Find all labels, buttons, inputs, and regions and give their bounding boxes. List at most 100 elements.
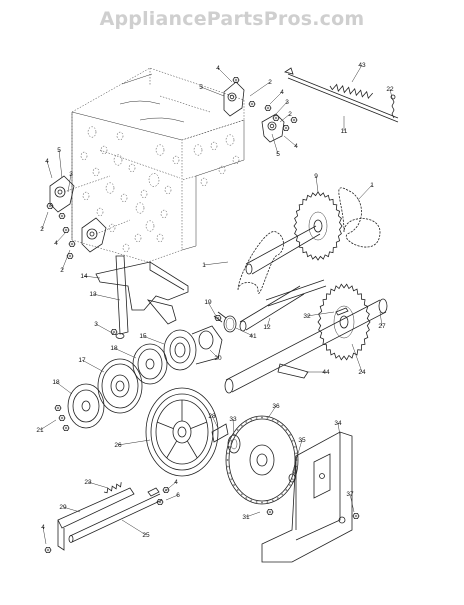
leader-line: [337, 422, 341, 437]
rod-assembly: [284, 67, 399, 123]
leader-line: [235, 327, 254, 337]
watermark: AppliancePartsPros.com: [99, 8, 365, 30]
callout-11: 11: [341, 128, 348, 135]
callout-2: 2: [40, 226, 44, 233]
leader-line: [165, 494, 179, 501]
fasteners: [44, 77, 360, 553]
leader-line: [207, 301, 217, 317]
leader-line: [55, 381, 73, 395]
leader-line: [117, 439, 151, 446]
callout-26: 26: [114, 442, 122, 449]
shafts: [224, 225, 388, 394]
leader-line: [83, 275, 101, 279]
callout-18: 18: [52, 379, 60, 386]
callout-2: 2: [60, 267, 64, 274]
leader-line: [92, 293, 121, 301]
callout-31: 31: [242, 514, 250, 521]
sprocket-9: [293, 191, 343, 261]
leader-line: [249, 81, 271, 97]
callout-19: 19: [204, 299, 212, 306]
leader-line: [351, 343, 363, 373]
leader-line: [306, 311, 335, 317]
callout-35: 35: [298, 437, 306, 444]
callout-3: 3: [94, 321, 98, 328]
leader-line: [217, 67, 233, 83]
friction-wheel: [145, 387, 219, 477]
leader-line: [41, 211, 49, 230]
pulley-set: [67, 343, 168, 429]
callout-12: 12: [263, 324, 271, 331]
callout-9: 9: [314, 173, 318, 180]
leader-line: [283, 135, 297, 147]
callout-5: 5: [199, 84, 203, 91]
drive-chains: [237, 187, 381, 294]
leader-line: [203, 261, 229, 266]
callout-41: 41: [249, 333, 257, 340]
callout-23: 23: [84, 479, 92, 486]
leader-line: [267, 405, 277, 419]
leader-line: [245, 511, 261, 518]
callout-2: 2: [288, 111, 292, 118]
bearing-flange-left: [49, 175, 131, 253]
callout-14: 14: [80, 273, 88, 280]
leader-line: [275, 101, 288, 115]
leader-line: [95, 323, 115, 335]
callout-29: 29: [59, 504, 67, 511]
leader-line: [379, 311, 383, 327]
leader-line: [121, 519, 147, 536]
callout-3: 3: [69, 171, 73, 178]
callout-34: 34: [334, 420, 342, 427]
callout-21: 21: [36, 427, 44, 434]
leader-line: [209, 349, 219, 359]
leader-line: [279, 113, 291, 123]
callout-36: 36: [272, 403, 280, 410]
leader-line: [291, 439, 303, 475]
leader-lines: [39, 64, 393, 545]
drive-plate: [225, 415, 299, 505]
leader-line: [357, 184, 373, 201]
callout-24: 24: [358, 369, 366, 376]
leader-line: [113, 347, 137, 359]
callout-43: 43: [358, 62, 366, 69]
leader-line: [142, 335, 165, 345]
callout-37: 37: [346, 491, 354, 498]
callout-4: 4: [216, 65, 220, 72]
callout-1: 1: [370, 182, 374, 189]
callout-18: 18: [110, 345, 118, 352]
leader-line: [211, 415, 219, 429]
callout-15: 15: [139, 333, 147, 340]
callout-4: 4: [45, 158, 49, 165]
callout-13: 13: [89, 291, 97, 298]
callout-22: 22: [386, 86, 394, 93]
lower-linkage: [57, 482, 163, 551]
callout-4: 4: [280, 89, 284, 96]
leader-line: [389, 88, 393, 99]
callout-28: 28: [208, 413, 216, 420]
leader-line: [58, 149, 63, 179]
leader-line: [39, 419, 57, 431]
leader-line: [271, 133, 279, 155]
leader-line: [87, 481, 109, 489]
leader-line: [81, 359, 105, 373]
callout-6: 6: [176, 492, 180, 499]
callout-2: 2: [268, 79, 272, 86]
callout-25: 25: [142, 532, 150, 539]
shift-lever-assembly: [95, 255, 189, 339]
callout-5: 5: [276, 151, 280, 158]
leader-line: [351, 64, 363, 83]
callout-33: 33: [229, 416, 237, 423]
leader-line: [42, 526, 47, 545]
hub-assembly: [211, 423, 241, 454]
leader-line: [269, 91, 283, 105]
sprocket-24: [317, 283, 371, 361]
leader-line: [67, 173, 72, 193]
callout-1: 1: [202, 262, 206, 269]
leader-line: [200, 86, 225, 97]
callout-4: 4: [54, 240, 58, 247]
callout-4: 4: [174, 479, 178, 486]
callout-27: 27: [378, 323, 386, 330]
leader-line: [315, 175, 319, 193]
callout-32: 32: [303, 313, 311, 320]
